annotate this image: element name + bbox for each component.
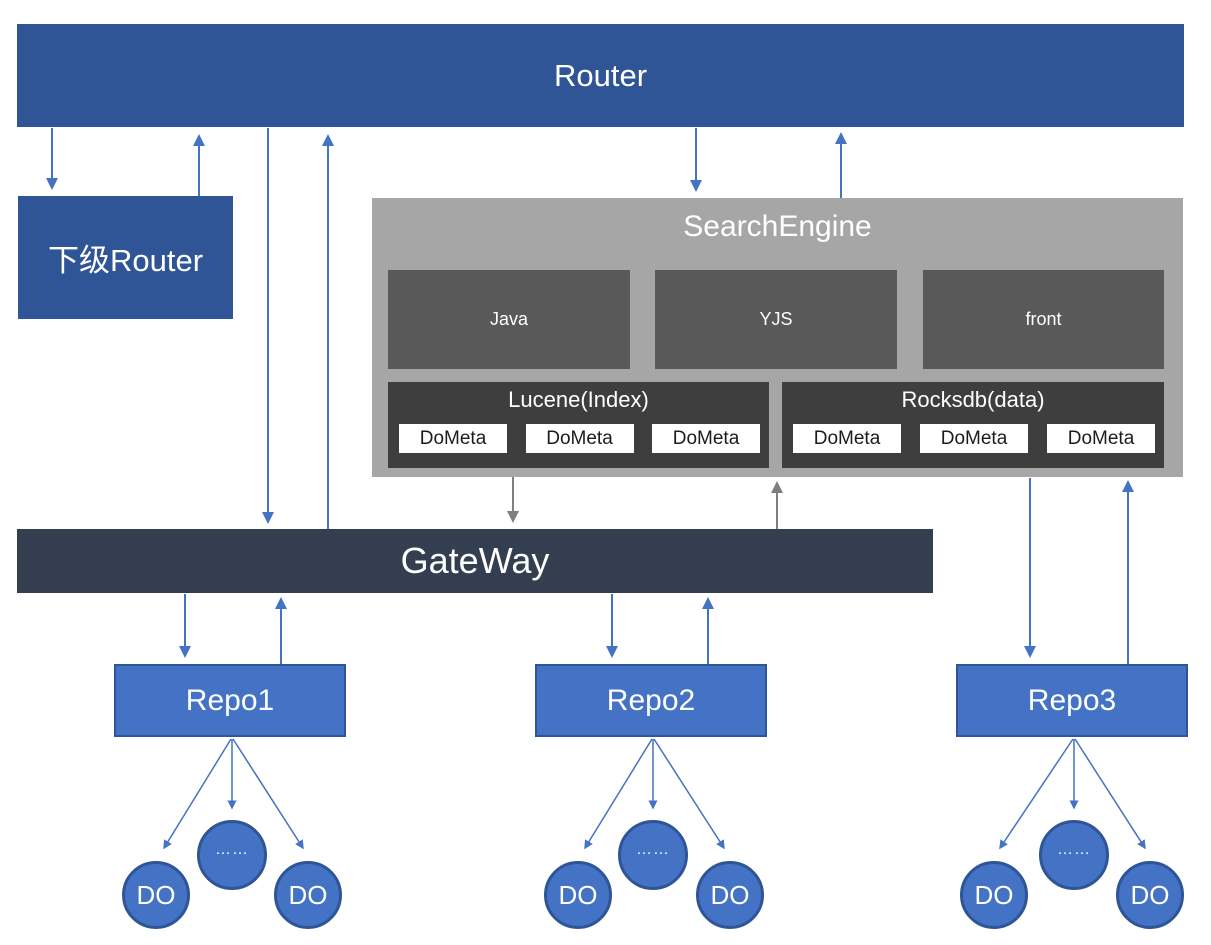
dots-node: …… [618,820,688,890]
do-node-label: DO [974,879,1014,910]
sub-router-box: 下级Router [18,196,233,319]
dometa-chip: DoMeta [525,424,634,453]
search-engine-title: SearchEngine [683,210,872,243]
dots-node: …… [197,820,267,890]
repo2-box: Repo2 [535,664,767,737]
dometa-chip: DoMeta [652,424,760,453]
module-java: Java [388,270,630,369]
module-front: front [923,270,1164,369]
do-node-label: DO [1130,879,1170,910]
store-rocksdb-data: Rocksdb(data) DoMeta DoMeta DoMeta [782,382,1164,468]
router-box: Router [17,24,1184,127]
dots-node-label: …… [1057,841,1091,858]
repo1-label: Repo1 [185,683,275,717]
dometa-chip: DoMeta [793,424,901,453]
repo3-box: Repo3 [956,664,1188,737]
module-yjs: YJS [655,270,897,369]
do-node: DO [1116,861,1184,929]
dometa-chip: DoMeta [920,424,1028,453]
dots-node: …… [1039,820,1109,890]
do-node: DO [696,861,764,929]
store-lucene-items: DoMeta DoMeta DoMeta [399,424,760,453]
do-node: DO [274,861,342,929]
repo2-label: Repo2 [606,683,696,717]
store-lucene-title: Lucene(Index) [508,387,649,412]
module-java-label: Java [489,309,529,329]
dometa-chip: DoMeta [1047,424,1155,453]
sub-router-label: 下级Router [47,243,204,278]
module-yjs-label: YJS [759,309,793,329]
do-node: DO [122,861,190,929]
router-label: Router [553,57,648,93]
module-front-label: front [1025,309,1062,329]
dots-node-label: …… [215,841,249,858]
store-rocksdb-items: DoMeta DoMeta DoMeta [793,424,1155,453]
store-rocksdb-title: Rocksdb(data) [901,387,1045,412]
store-lucene-index: Lucene(Index) DoMeta DoMeta DoMeta [388,382,769,468]
gateway-box: GateWay [17,529,933,593]
do-node: DO [544,861,612,929]
dometa-chip: DoMeta [399,424,507,453]
dots-node-label: …… [636,841,670,858]
do-node-label: DO [710,879,750,910]
search-engine-panel: SearchEngine Java YJS front Lucene(Index… [372,198,1183,477]
do-node-label: DO [136,879,176,910]
repo1-box: Repo1 [114,664,346,737]
repo3-label: Repo3 [1027,683,1117,717]
do-node: DO [960,861,1028,929]
do-node-label: DO [288,879,328,910]
do-node-label: DO [558,879,598,910]
gateway-label: GateWay [400,540,550,581]
